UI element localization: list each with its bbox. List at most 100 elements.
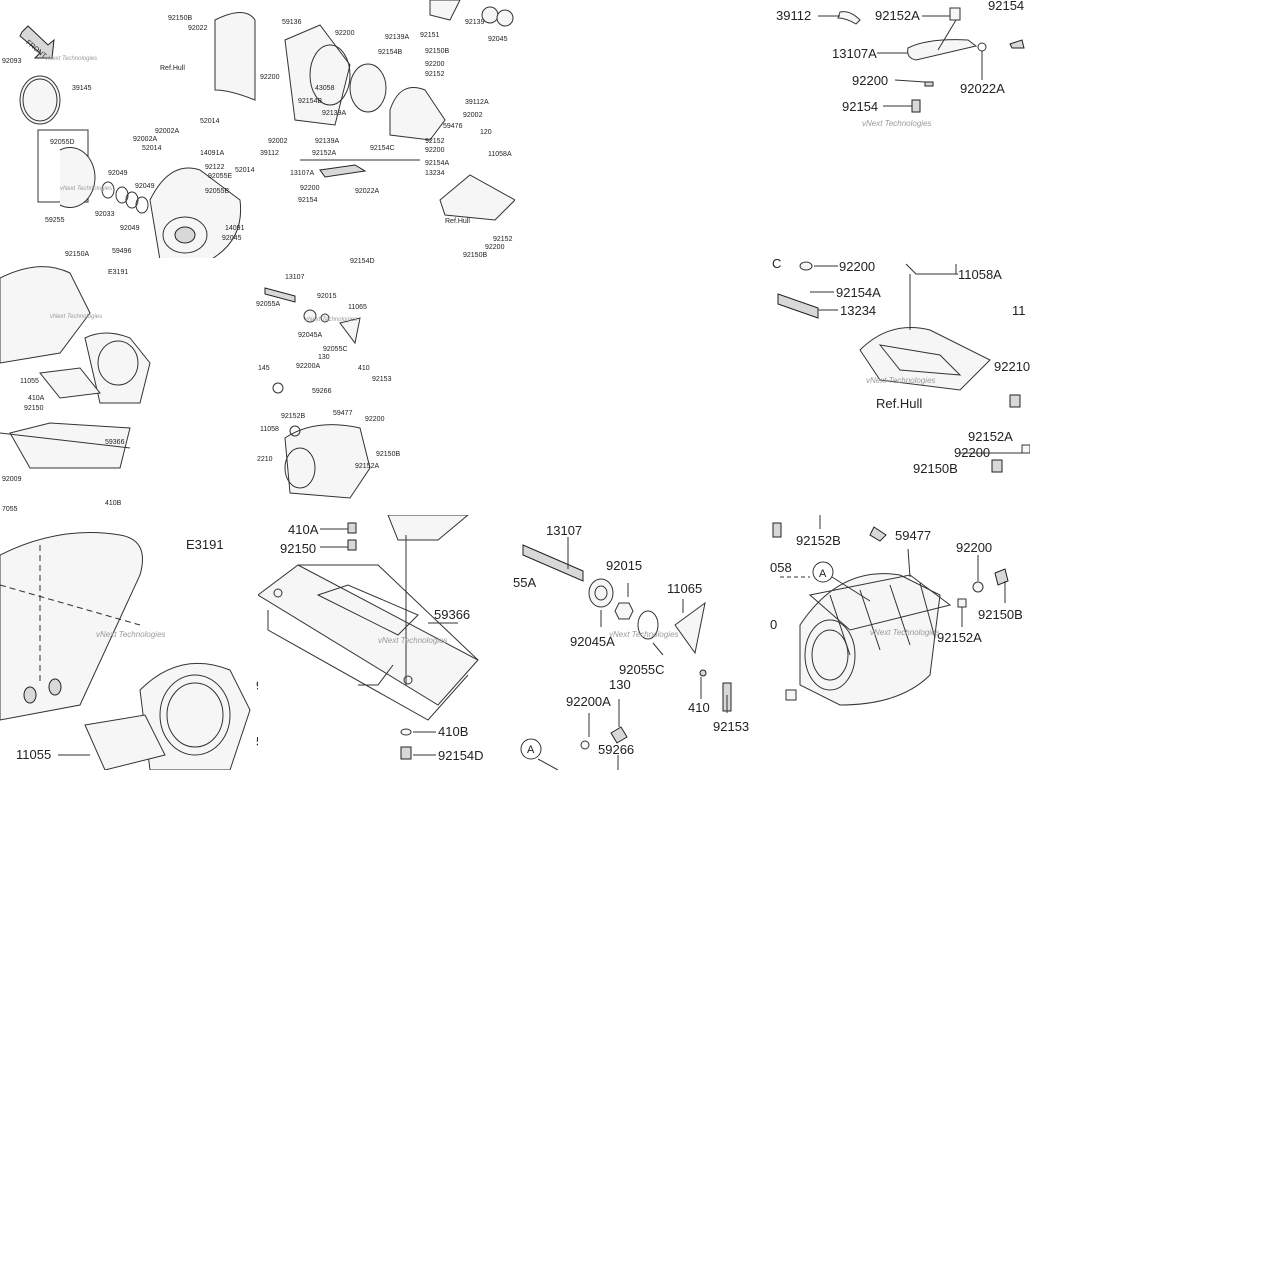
part-label: 92154A <box>836 285 881 300</box>
part-label: 7055 <box>2 506 18 513</box>
part-label: 59136 <box>282 19 302 26</box>
mount-part <box>84 714 166 770</box>
part-label: 92150B <box>168 15 192 22</box>
overview-2-drawing: E3191 11055 410A 92150 59366 410B 92009 … <box>0 258 400 513</box>
part-label: C <box>772 256 781 271</box>
diagram-tile-zoom-mid-right: C 92200 11058A 92154A 13234 Ref.Hull 922… <box>770 250 1030 480</box>
overview-drawing: FRONT 92150B 92022 <box>2 0 515 261</box>
watermark: vNext Technologies <box>609 630 679 639</box>
part-label: 14091A <box>200 150 224 157</box>
part-label: 92033 <box>95 211 115 218</box>
part-label: E3191 <box>108 269 128 276</box>
diagram-tile-overview-2: E3191 11055 410A 92150 59366 410B 92009 … <box>0 258 515 516</box>
part-label: 130 <box>609 677 631 692</box>
diagram-tile-zoom-top-right: 39112 92152A 92154 13107A 92022A 92200 9… <box>770 0 1030 155</box>
watermark: vNext Technologies <box>45 56 97 62</box>
part-label: 39112A <box>465 99 489 106</box>
hull-part <box>214 12 256 101</box>
part-label: 2210 <box>257 456 273 463</box>
part-label: 92150B <box>978 607 1023 622</box>
part-label: 92150 <box>280 541 316 556</box>
part-label: 13107A <box>290 170 314 177</box>
part-label: 92151 <box>420 32 440 39</box>
part-label: 92022 <box>188 25 208 32</box>
part-label: 92139A <box>322 110 346 117</box>
part-label: 92022A <box>355 188 379 195</box>
part-label: 11058A <box>488 151 512 158</box>
part-label: 92154 <box>988 0 1024 13</box>
part-label: 39112 <box>260 150 279 157</box>
cone-part <box>339 317 361 345</box>
part-label: 92200 <box>260 74 280 81</box>
part-label: 92200 <box>485 244 505 251</box>
part-label: 59366 <box>105 439 125 446</box>
part-label: 92153 <box>372 376 392 383</box>
part-label: 52014 <box>235 167 255 174</box>
part-label: 11058A <box>958 267 1002 282</box>
watermark: vNext Technologies <box>60 186 112 192</box>
part-label: 92015 <box>317 293 337 300</box>
part-label: 92152A <box>312 150 336 157</box>
part-label: 92139 <box>465 19 485 26</box>
part-label: 92210 <box>994 359 1030 374</box>
part-label: 92009 <box>2 476 22 483</box>
part-label: 59476 <box>443 123 463 130</box>
part-label: 92150B <box>425 48 449 55</box>
part-label: 92153 <box>713 719 749 734</box>
part-label: 410A <box>28 395 45 402</box>
watermark: vNext Technologies <box>96 630 166 639</box>
part-label: 59366 <box>434 607 470 622</box>
zoom-hull-drawing: E3191 11055 9 5 vNext Technologies <box>0 532 260 770</box>
part-label: 13234 <box>840 303 876 318</box>
part-label: 92152B <box>281 413 305 420</box>
diagram-tile-zoom-plate: 410A 92150 59366 410B 92154D vNext Techn… <box>258 515 516 770</box>
part-label: 92002 <box>268 138 288 145</box>
cone-part <box>674 601 706 655</box>
part-label: Ref.Hull <box>160 65 185 72</box>
part-label: 13107A <box>832 46 877 61</box>
part-label: 59266 <box>598 742 634 757</box>
part-label: 92122 <box>205 164 225 171</box>
part-label: 92152B <box>796 533 841 548</box>
zoom-plate-drawing: 410A 92150 59366 410B 92154D vNext Techn… <box>258 515 484 763</box>
part-label: 11065 <box>348 304 367 311</box>
part-label: 92200 <box>956 540 992 555</box>
pin-part <box>777 293 819 319</box>
part-label: 92150B <box>463 252 487 259</box>
part-label: 92200 <box>300 185 320 192</box>
rod-end-part <box>837 11 861 25</box>
part-label: 92152 <box>493 236 513 243</box>
part-label: 92055D <box>50 139 75 146</box>
part-label: 92045A <box>298 332 322 339</box>
part-label: 52014 <box>200 118 220 125</box>
part-label: Ref.Hull <box>876 396 922 411</box>
part-label: 0 <box>770 617 777 632</box>
pump-housing-part <box>149 167 242 261</box>
part-label: E3191 <box>186 537 224 552</box>
part-label: 59255 <box>45 217 65 224</box>
part-label: 92055C <box>619 662 665 677</box>
hull-deck-part <box>0 532 143 721</box>
watermark: vNext Technologies <box>862 119 932 128</box>
part-label: 92139A <box>315 138 339 145</box>
shaft-part <box>264 287 296 303</box>
part-label: 92200 <box>425 147 445 154</box>
watermark: vNext Technologies <box>866 376 936 385</box>
part-label: 59266 <box>312 388 332 395</box>
part-label: 92055A <box>256 301 280 308</box>
part-label: 11055 <box>16 747 51 762</box>
part-label: 55A <box>513 575 536 590</box>
part-label: 92154C <box>370 145 395 152</box>
part-label: 92002 <box>463 112 483 119</box>
part-label: 13234 <box>425 170 445 177</box>
part-label: 92022A <box>960 81 1005 96</box>
part-label: 92055C <box>323 346 348 353</box>
part-label: 058 <box>770 560 792 575</box>
part-label: 39145 <box>72 85 92 92</box>
part-label: 410 <box>358 365 370 372</box>
zoom-shaft-drawing: 13107 55A 92015 11065 92045A 92055C 130 … <box>513 523 749 770</box>
zoom-pump-drawing: 92152B 59477 058 A 92200 0 92150B 92152A… <box>770 515 1023 706</box>
part-label: 92055B <box>205 188 229 195</box>
part-label: 92055E <box>208 173 232 180</box>
part-label: 52014 <box>142 145 162 152</box>
